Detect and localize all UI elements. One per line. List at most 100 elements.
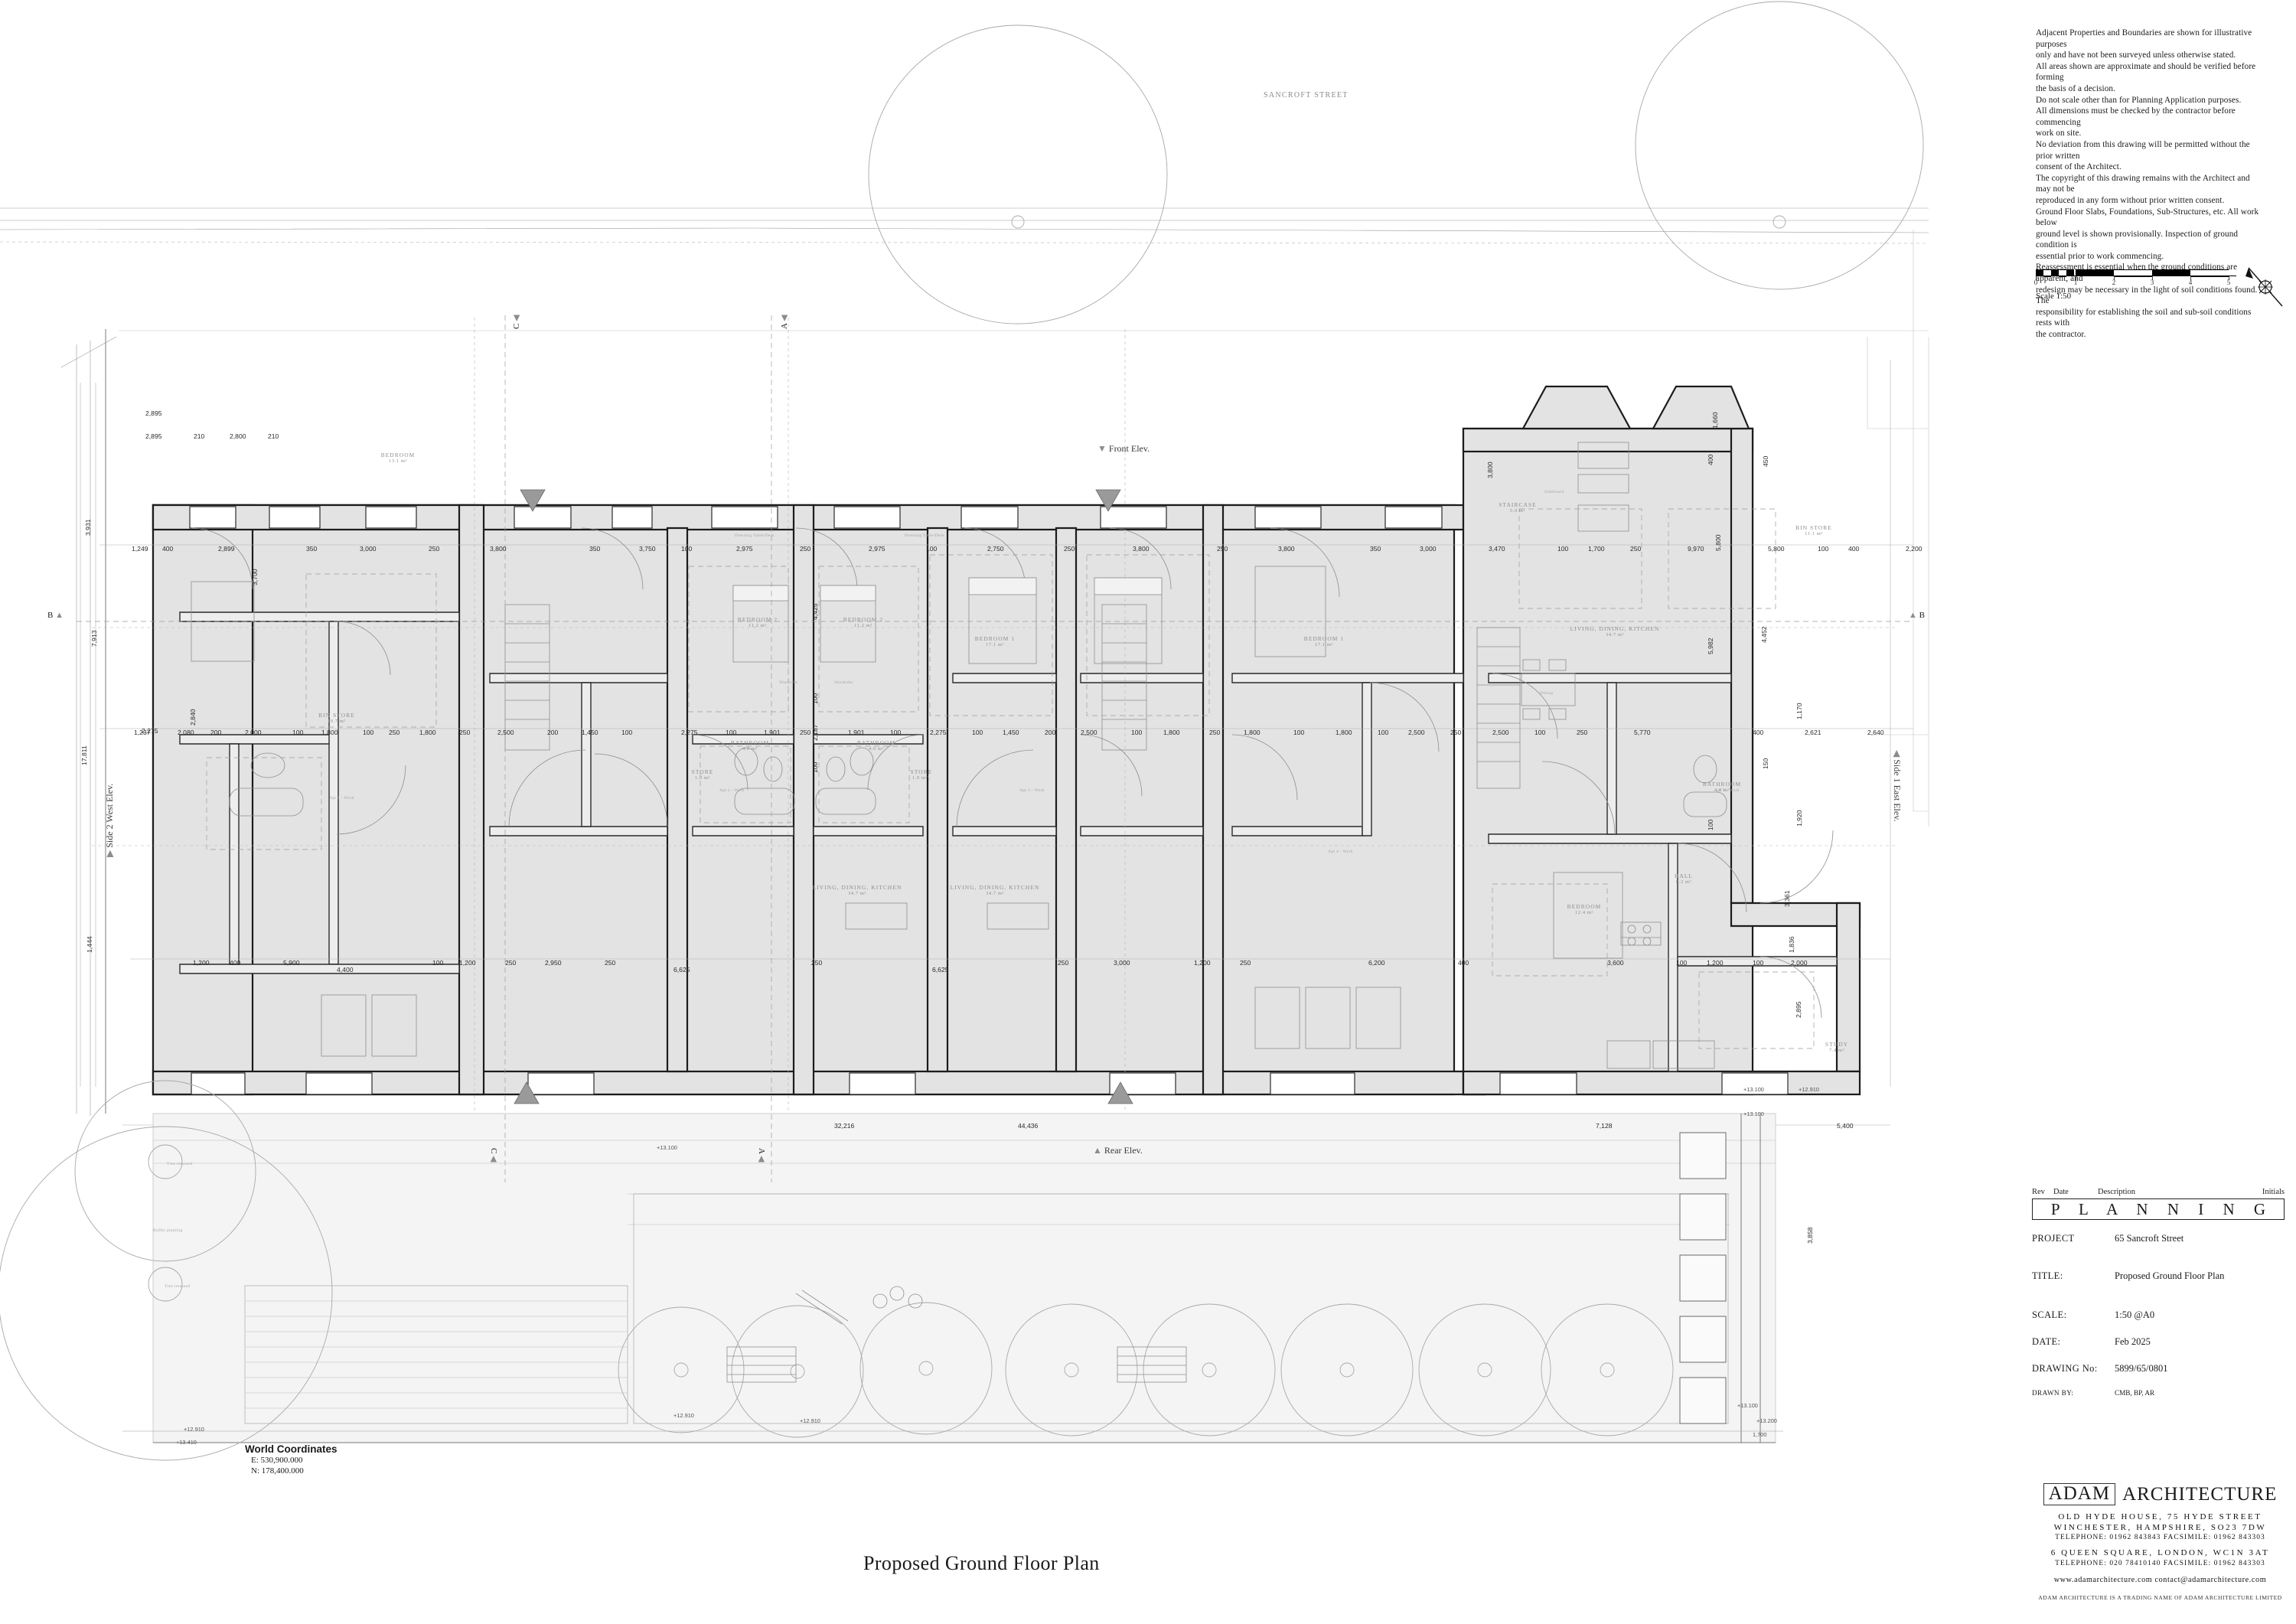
room-name: HALL [1674,872,1694,879]
level-marker-label: +12.910 [673,1412,694,1419]
dimension-label-horizontal: 250 [505,959,517,967]
dimension-label-horizontal: 1,200 [1194,959,1211,967]
room-area: 4.6 m² [742,746,758,752]
dimension-label-vertical: 1,660 [1711,412,1719,429]
dimension-label-horizontal: 1,800 [419,729,436,736]
dimension-label-horizontal: 32,216 [834,1122,855,1130]
plan-annotation: Apt 1 - Work [329,796,355,801]
room-area: 10.7 m² [328,719,346,724]
dimension-label-horizontal: 3,800 [490,545,507,553]
dimension-label-horizontal: 1,800 [1163,729,1180,736]
address-tel-1: TELEPHONE: 01962 843843 FACSIMILE: 01962… [2055,1534,2265,1542]
dimension-label-horizontal: 3,750 [639,545,656,553]
room-name: BATHROOM [730,739,770,746]
dimension-label-horizontal: 1,700 [1588,545,1605,553]
date-label: DATE: [2032,1336,2061,1347]
dimension-label-horizontal: 100 [363,729,374,736]
room-name: STAIRCASE [1499,501,1537,508]
world-coordinates-title: World Coordinates [245,1443,338,1455]
note-line: redesign may be necessary in the light o… [2036,285,2258,306]
drawing-no-label: DRAWING No: [2032,1363,2098,1374]
drawn-by-label: DRAWN BY: [2032,1389,2074,1397]
scale-tick-3: 3 [2150,279,2154,286]
dimension-label-horizontal: 2,750 [987,545,1004,553]
elevation-marker-rear: ▲ Rear Elev. [1093,1145,1143,1156]
dimension-label-horizontal: 250 [1577,729,1588,736]
elevation-marker-side2-west: ▶ Side 2 West Elev. [104,784,116,857]
street-label: SANCROFT STREET [1264,91,1349,99]
dimension-label-horizontal: 210 [268,432,279,440]
room-name: LIVING, DINING, KITCHEN [812,884,902,891]
dimension-label-horizontal: 250 [1450,729,1462,736]
dimension-label-horizontal: 400 [1458,959,1469,967]
section-marker-a-bottom: A ◀ [757,1148,767,1163]
dimension-label-vertical: 2,840 [189,709,197,726]
tree-canopies-top [868,1,1924,324]
elevation-marker-side2-label: Side 2 West Elev. [104,783,115,848]
plan-annotation: Dining [1540,691,1554,696]
room-area: 11.1 m² [1805,531,1823,536]
dimension-label-horizontal: 2,080 [178,729,194,736]
practice-web-email[interactable]: www.adamarchitecture.com contact@adamarc… [2053,1576,2267,1585]
dimension-label-horizontal: 1,901 [848,729,865,736]
dimension-label-vertical: 400 [1707,454,1714,465]
dimension-label-horizontal: 100 [1753,959,1764,967]
plan-annotation: Wardrobe [834,680,853,685]
revision-header-row: Rev Date Description Initials [2032,1188,2285,1198]
plan-annotation: Sideboard [1544,490,1564,494]
level-marker-label: +13.100 [1737,1402,1758,1409]
dimension-label-horizontal: 2,275 [681,729,698,736]
dimension-label-horizontal: 2,800 [230,432,246,440]
triangle-left-icon: ◀ [1892,750,1903,758]
dimension-label-horizontal: 100 [621,729,633,736]
site-boundary-top [0,207,1929,244]
note-line: Do not scale other than for Planning App… [2036,95,2242,105]
rear-garden-area [122,1113,1783,1443]
dimension-label-horizontal: 400 [1848,545,1860,553]
legal-notice: ADAM ARCHITECTURE IS A TRADING NAME OF A… [2038,1593,2282,1601]
dimension-label-horizontal: 100 [1131,729,1143,736]
dimension-label-horizontal: 2,640 [1867,729,1884,736]
dimension-label-horizontal: 210 [194,432,205,440]
project-label: PROJECT [2032,1233,2075,1244]
plan-annotation: Apt 5 - Work [1714,788,1740,793]
plan-annotation: Wardrobe [779,680,798,685]
note-line: work on site. [2036,129,2082,139]
plan-annotation: Tree retained [165,1284,191,1289]
dimension-label-vertical: 5,982 [1707,638,1714,654]
address-tel-2: TELEPHONE: 020 78410140 FACSIMILE: 01962… [2055,1559,2265,1567]
dimension-label-horizontal: 2,500 [497,729,514,736]
triangle-right-icon: ▶ [104,850,115,857]
title-row-drawing-no: DRAWING No: 5899/65/0801 [2032,1363,2285,1375]
note-line: consent of the Architect. [2036,162,2122,172]
triangle-up-icon: ▲ [55,611,64,620]
scale-bar: 0 1 2 3 4 5 Scale 1:50 [2034,269,2281,301]
practice-logo: ADAM ARCHITECTURE [2032,1483,2288,1506]
room-area: 1.0 m²', [912,775,931,781]
section-marker-b-left: B ▲ [47,611,64,620]
dimension-label-horizontal: 200 [210,729,222,736]
triangle-left-icon: ◀ [512,315,521,321]
practice-address: OLD HYDE HOUSE, 75 HYDE STREET WINCHESTE… [2032,1512,2288,1603]
garden-detail [726,1286,1187,1383]
dimension-label-horizontal: 250 [1058,959,1069,967]
general-notes: Adjacent Properties and Boundaries are s… [2036,28,2265,341]
dimension-label-horizontal: 350 [1370,545,1381,553]
dimension-label-horizontal: 350 [306,545,318,553]
title-row-date: DATE: Feb 2025 [2032,1336,2285,1348]
dimension-label-horizontal: 250 [1064,545,1075,553]
elevation-marker-front: ▼ Front Elev. [1097,443,1150,455]
title-block: Rev Date Description Initials P L A N N … [2032,1188,2285,1397]
note-line: Adjacent Properties and Boundaries are s… [2036,28,2252,49]
dimension-label-vertical: 7,913 [90,630,98,647]
note-line: All dimensions must be checked by the co… [2036,106,2236,127]
triangle-left-icon: ◀ [780,315,789,321]
